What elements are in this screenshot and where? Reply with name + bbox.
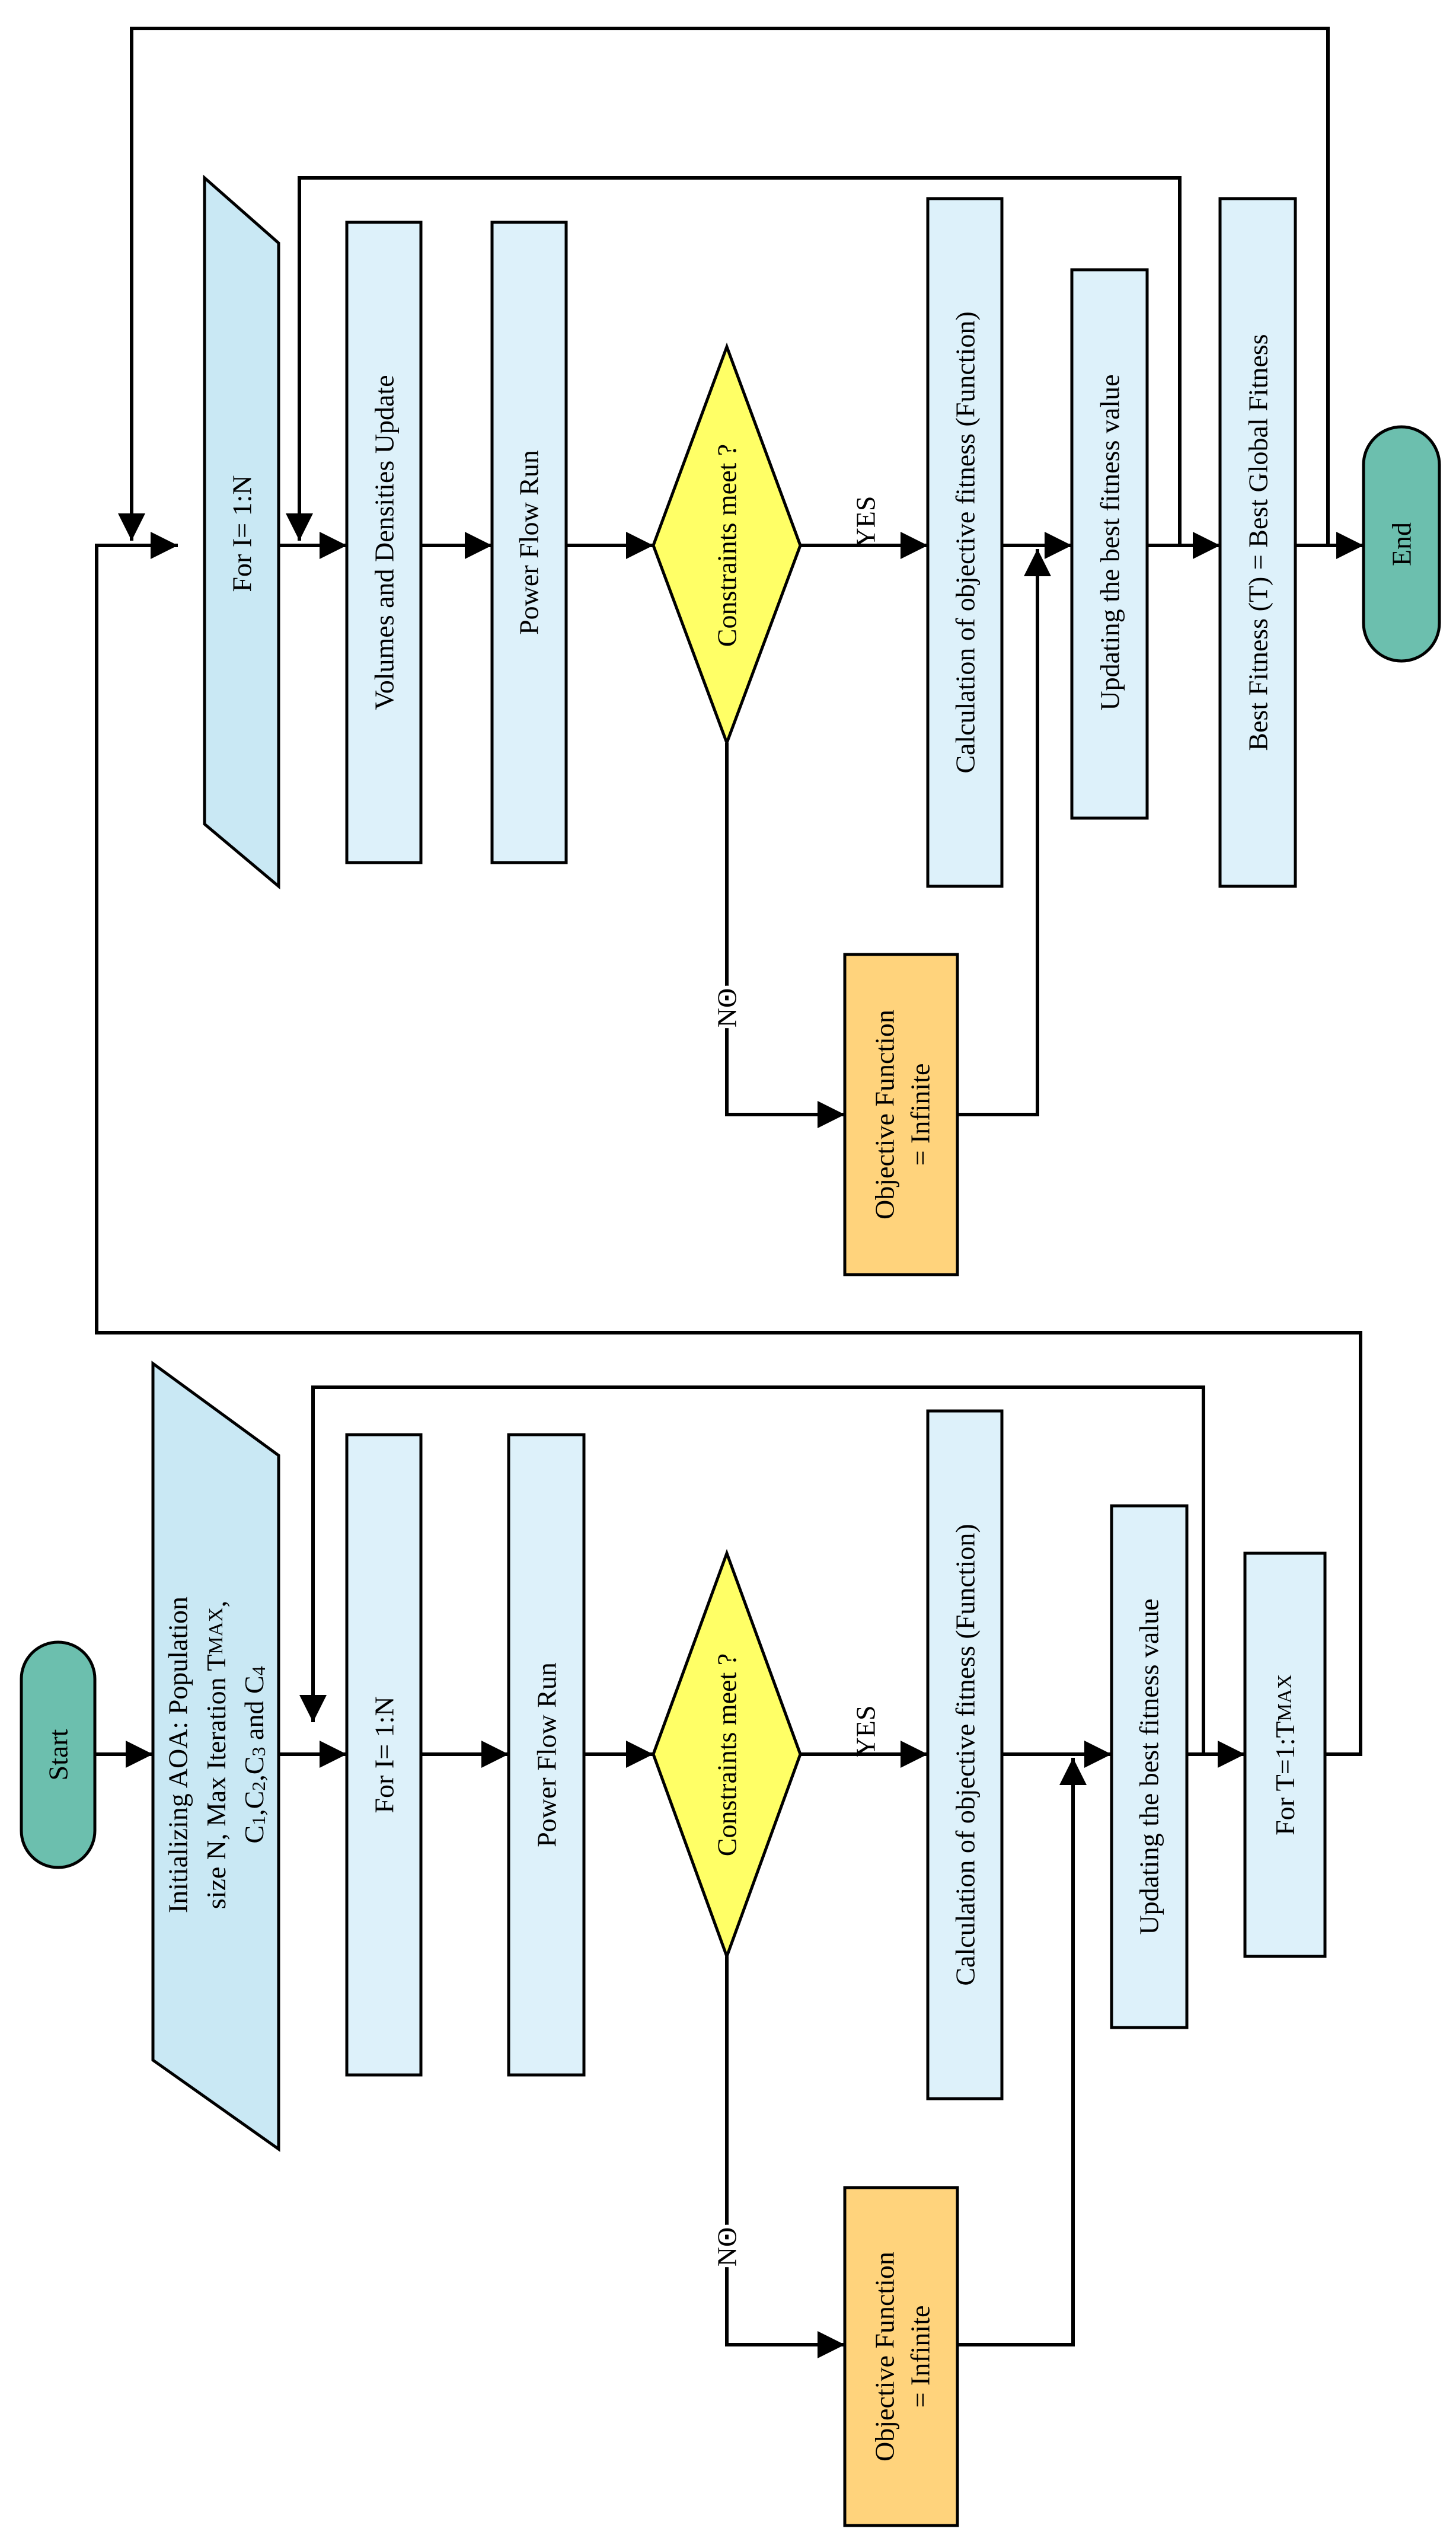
init-sep1: ,C — [239, 1791, 269, 1816]
connectors — [95, 27, 1364, 2358]
outer-loop-label: For T=1:TMAX — [1270, 1674, 1300, 1835]
calc-shape-lower — [926, 1409, 1004, 2100]
update-label-upper: Updating the best fitness value — [1095, 374, 1125, 710]
calc-label-upper: Calculation of objective fitness (Functi… — [950, 311, 981, 773]
update-node-upper: Updating the best fitness value — [1070, 268, 1149, 820]
decision-shape-upper — [652, 342, 802, 748]
init-sub3: 3 — [248, 1747, 269, 1757]
powerflow-node-lower: Power Flow Run — [507, 1433, 586, 2077]
decision-node-upper: Constraints meet ? — [652, 342, 802, 748]
powerflow-node-upper: Power Flow Run — [490, 221, 568, 864]
infinite-line1-lower: Objective Function — [870, 2252, 900, 2461]
decision-label-upper: Constraints meet ? — [712, 444, 742, 647]
update-shape-lower — [1110, 1504, 1189, 2029]
init-sub2: 2 — [248, 1781, 269, 1791]
powerflow-shape-lower — [507, 1433, 586, 2077]
powerflow-label-lower: Power Flow Run — [532, 1662, 562, 1847]
calc-node-lower: Calculation of objective fitness (Functi… — [926, 1409, 1004, 2100]
init-shape — [151, 1361, 280, 2152]
end-shape — [1362, 425, 1441, 663]
infinite-line1-upper: Objective Function — [870, 1010, 900, 1219]
infinite-line2-lower: = Infinite — [905, 2306, 935, 2408]
infinite-shape-upper — [843, 953, 959, 1276]
update-shape-upper — [1070, 268, 1149, 820]
loop-node-lower: For I= 1:N — [345, 1433, 423, 2077]
arrow-no-to-infinite — [725, 1956, 845, 2358]
best-global-shape — [1218, 197, 1297, 888]
powerflow-label-upper: Power Flow Run — [514, 450, 544, 635]
no-label-lower: NO — [712, 2227, 742, 2266]
end-terminal: End — [1362, 425, 1441, 663]
init-line3: C1,C2,C3 and C4 — [239, 1666, 270, 1843]
start-label: Start — [43, 1729, 74, 1780]
init-sub4: 4 — [248, 1666, 269, 1675]
volumes-shape — [345, 221, 423, 864]
init-sep2: ,C — [239, 1757, 269, 1781]
loop-node-upper: For I= 1:N — [203, 174, 280, 890]
init-line1: Initializing AOA: Population — [163, 1597, 193, 1913]
calc-node-upper: Calculation of objective fitness (Functi… — [926, 197, 1004, 888]
infinite-shape-lower — [843, 2186, 959, 2527]
arrow-infinite2-to-update2 — [957, 549, 1051, 1116]
best-global-label: Best Fitness (T) = Best Global Fitness — [1243, 334, 1273, 751]
arrow-inner-loop-back-upper — [286, 176, 1182, 545]
decision-node-lower: Constraints meet ? — [652, 1549, 802, 1961]
yes-label-lower: YES — [851, 1706, 881, 1757]
loop-label-lower: For I= 1:N — [369, 1696, 400, 1813]
init-line2-post: , — [201, 1601, 231, 1608]
arrow-outer-loop-back — [118, 27, 1330, 545]
init-line2-sub: MAX — [205, 1607, 227, 1654]
arrow-inner-loop-back-lower — [299, 1385, 1205, 1754]
init-sub1: 1 — [248, 1816, 269, 1825]
init-and: and C — [239, 1675, 269, 1747]
arrow-tloop-to-upper — [95, 532, 1362, 1756]
outer-loop-shape — [1243, 1551, 1327, 1958]
loop-shape-upper — [203, 174, 280, 890]
no-label-upper: NO — [712, 988, 742, 1027]
calc-shape-upper — [926, 197, 1004, 888]
update-label-lower: Updating the best fitness value — [1134, 1598, 1164, 1934]
volumes-label: Volumes and Densities Update — [369, 375, 400, 710]
init-line2: size N, Max Iteration TMAX, — [201, 1601, 231, 1909]
loop-label-upper: For I= 1:N — [227, 475, 257, 592]
arrow-no2-to-infinite2 — [725, 743, 845, 1128]
infinite-node-upper: Objective Function = Infinite — [843, 953, 959, 1276]
start-terminal: Start — [20, 1640, 97, 1869]
infinite-line2-upper: = Infinite — [905, 1064, 935, 1166]
init-line2-pre: size N, Max Iteration T — [201, 1655, 231, 1910]
decision-label-lower: Constraints meet ? — [712, 1653, 742, 1856]
end-label: End — [1387, 522, 1417, 566]
update-node-lower: Updating the best fitness value — [1110, 1504, 1189, 2029]
init-input: Initializing AOA: Population size N, Max… — [151, 1361, 280, 2152]
loop-shape-lower — [345, 1433, 423, 2077]
outer-loop-node: For T=1:TMAX — [1243, 1551, 1327, 1958]
decision-shape-lower — [652, 1549, 802, 1961]
infinite-node-lower: Objective Function = Infinite — [843, 2186, 959, 2527]
arrow-infinite-to-update — [957, 1758, 1087, 2346]
yes-label-upper: YES — [851, 496, 881, 548]
init-c1: C — [239, 1825, 269, 1844]
powerflow-shape-upper — [490, 221, 568, 864]
outer-loop-pre: For T=1:T — [1270, 1721, 1300, 1835]
volumes-node: Volumes and Densities Update — [345, 221, 423, 864]
start-shape — [20, 1640, 97, 1869]
calc-label-lower: Calculation of objective fitness (Functi… — [950, 1524, 981, 1985]
outer-loop-sub: MAX — [1274, 1674, 1296, 1721]
best-global-node: Best Fitness (T) = Best Global Fitness — [1218, 197, 1297, 888]
